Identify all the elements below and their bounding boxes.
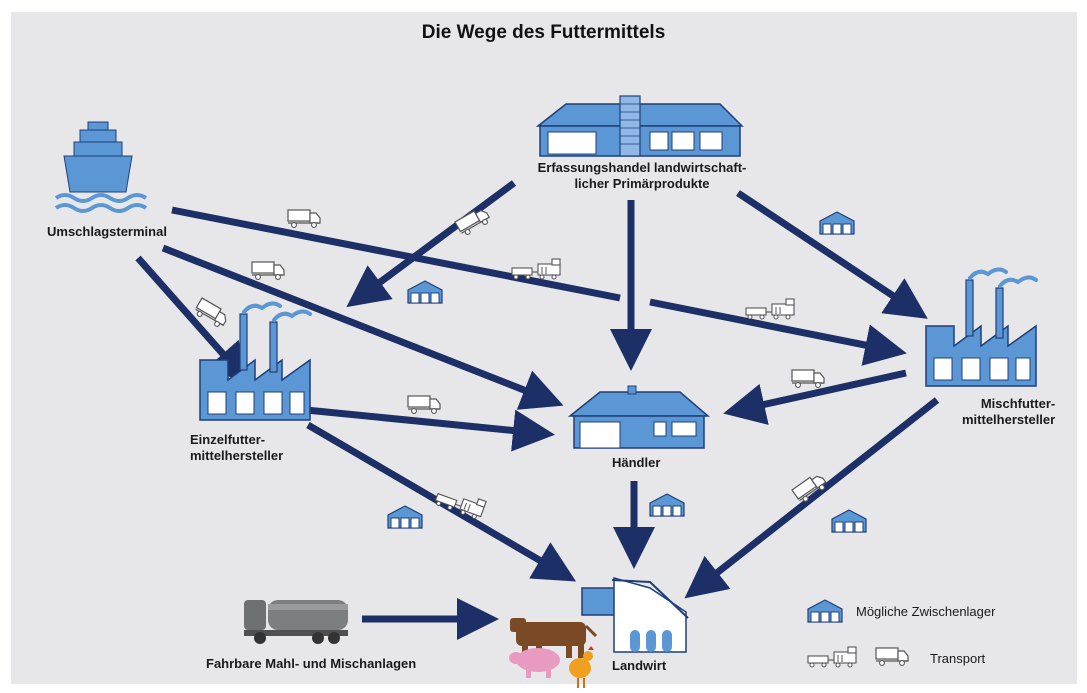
label-mischfutter-line1: Mischfutter- bbox=[980, 396, 1056, 411]
truck-icon bbox=[791, 369, 825, 388]
label-einzelfutter: Einzelfutter- mittelhersteller bbox=[190, 432, 283, 464]
ship-icon bbox=[54, 121, 148, 213]
label-landwirt: Landwirt bbox=[612, 658, 667, 673]
arrow-mischfutter-to-landwirt bbox=[684, 397, 940, 599]
label-umschlagsterminal: Umschlagsterminal bbox=[47, 224, 167, 239]
label-fahrbare-anlagen: Fahrbare Mahl- und Mischanlagen bbox=[206, 656, 417, 671]
storage-icon bbox=[407, 280, 443, 304]
label-erfassungshandel-line1: Erfassungshandel landwirtschaft- bbox=[537, 160, 747, 175]
label-mischfutter-line2: mittelhersteller bbox=[962, 412, 1056, 427]
landwirt-farm-icon bbox=[581, 577, 689, 653]
label-einzelfutter-line1: Einzelfutter- bbox=[190, 432, 266, 447]
tanker-truck-icon bbox=[244, 600, 348, 644]
arrow-erfassung-to-einzelfutter bbox=[346, 180, 517, 308]
pig-icon bbox=[509, 648, 560, 678]
legend-truck-icon bbox=[875, 647, 909, 667]
chicken-icon bbox=[569, 646, 594, 688]
legend-transport-label: Transport bbox=[930, 651, 986, 666]
erfassungshandel-building-icon bbox=[535, 95, 744, 157]
haendler-house-icon bbox=[567, 385, 711, 449]
arrow-terminal-to-mischfutter-2 bbox=[649, 298, 907, 366]
truck-icon bbox=[287, 209, 321, 228]
storage-icon bbox=[649, 493, 685, 517]
arrow-mischfutter-to-haendler bbox=[723, 369, 907, 425]
storage-icon bbox=[387, 505, 423, 529]
label-haendler: Händler bbox=[612, 455, 661, 470]
label-einzelfutter-line2: mittelhersteller bbox=[190, 448, 284, 463]
storage-icon bbox=[819, 211, 855, 235]
train-icon bbox=[745, 298, 795, 320]
legend-storage-label: Mögliche Zwischenlager bbox=[856, 604, 996, 619]
storage-icon bbox=[831, 509, 867, 533]
legend-train-icon bbox=[807, 646, 857, 668]
mischfutter-factory-icon bbox=[924, 267, 1038, 388]
diagram-title: Die Wege des Futtermittels bbox=[421, 22, 666, 43]
legend-storage-icon bbox=[807, 599, 843, 623]
truck-icon bbox=[407, 395, 441, 414]
arrow-terminal-to-haendler bbox=[161, 244, 564, 410]
truck-icon bbox=[251, 261, 285, 280]
label-erfassungshandel: Erfassungshandel landwirtschaft- licher … bbox=[532, 160, 752, 192]
arrow-erfassung-to-mischfutter bbox=[736, 190, 928, 319]
arrow-terminal-to-mischfutter bbox=[171, 206, 621, 302]
arrow-einzelfutter-to-haendler bbox=[305, 406, 555, 452]
label-erfassungshandel-line2: licher Primärprodukte bbox=[574, 176, 710, 191]
label-mischfutter: Mischfutter- mittelhersteller bbox=[962, 396, 1055, 428]
